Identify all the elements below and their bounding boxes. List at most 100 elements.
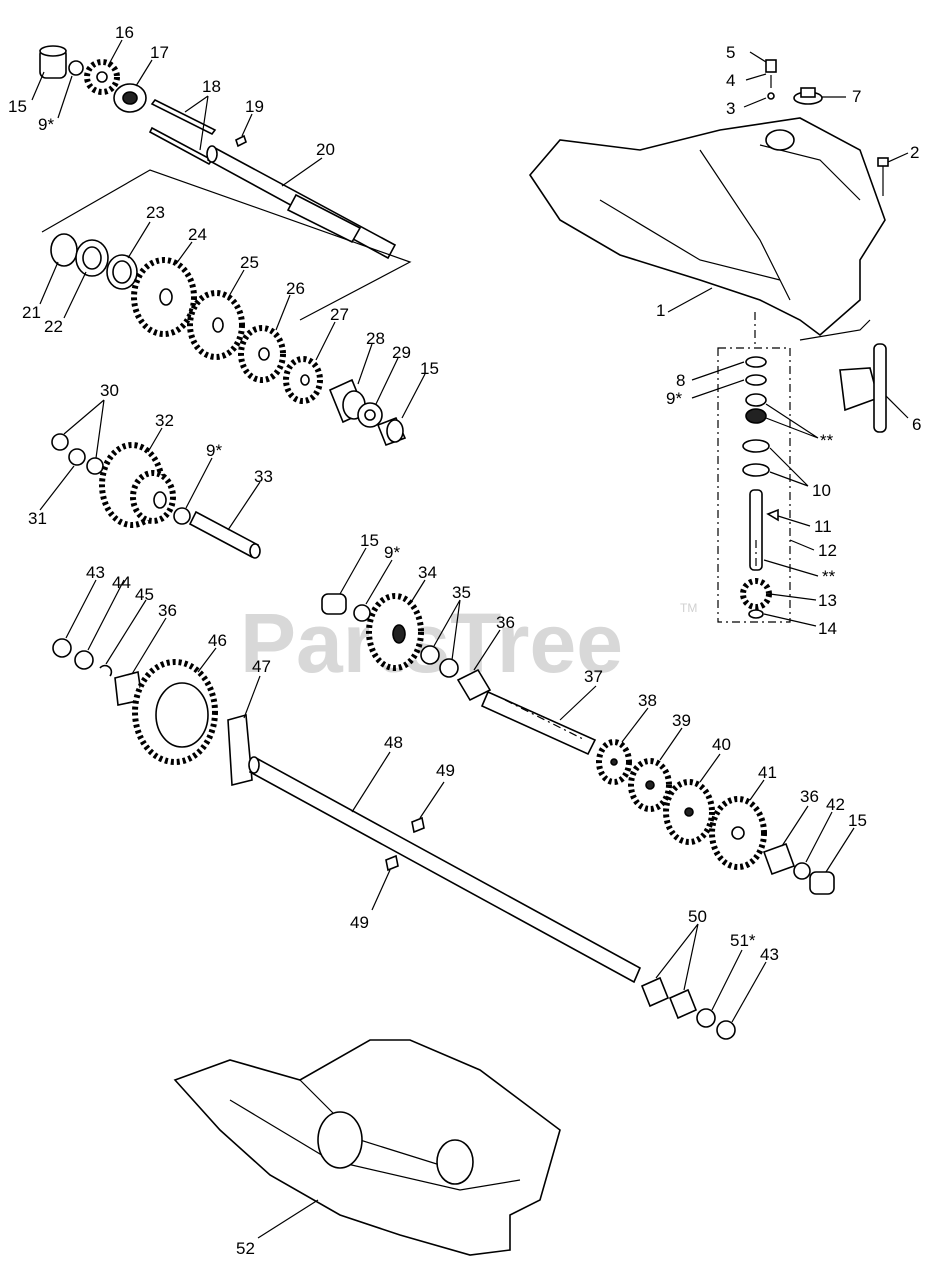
callout-11: 11 bbox=[814, 517, 832, 536]
callout-29: 29 bbox=[392, 343, 411, 362]
callout-30: 30 bbox=[100, 381, 119, 400]
callout-41: 41 bbox=[758, 763, 777, 782]
part-43-ring-right bbox=[716, 1020, 736, 1040]
callout-6: 6 bbox=[912, 415, 921, 434]
callout-1: 1 bbox=[656, 301, 665, 320]
callout-19: 19 bbox=[245, 97, 264, 116]
part-40-gear bbox=[663, 779, 715, 845]
part-35-washer-a bbox=[420, 645, 440, 665]
callout-28: 28 bbox=[366, 329, 385, 348]
callout-15: 15 bbox=[8, 97, 27, 116]
callout-38: 38 bbox=[638, 691, 657, 710]
callout-23: 23 bbox=[146, 203, 165, 222]
callout-40: 40 bbox=[712, 735, 731, 754]
callout-37: 37 bbox=[584, 667, 603, 686]
callout-double-star-lower: ** bbox=[822, 567, 836, 586]
part-47-hub bbox=[227, 713, 253, 787]
part-49-key-lower bbox=[385, 854, 399, 872]
callout-15-right: 15 bbox=[848, 811, 867, 830]
part-10-washer-b bbox=[742, 463, 770, 477]
callout-43-right: 43 bbox=[760, 945, 779, 964]
part-15-bushing-right bbox=[809, 871, 835, 895]
callout-8: 8 bbox=[676, 371, 685, 390]
watermark-trademark: TM bbox=[680, 601, 697, 615]
callout-39: 39 bbox=[672, 711, 691, 730]
callout-10: 10 bbox=[812, 481, 831, 500]
leader-lines bbox=[31, 39, 909, 1239]
part-29-washer bbox=[357, 402, 383, 428]
callout-21: 21 bbox=[22, 303, 41, 322]
shaft-bracket-line bbox=[41, 169, 412, 321]
callout-25: 25 bbox=[240, 253, 259, 272]
part-9-washer-cluster bbox=[173, 507, 191, 525]
part-31-washer bbox=[68, 448, 86, 466]
callout-49-lower: 49 bbox=[350, 913, 369, 932]
part-34-bevel-gear bbox=[366, 593, 424, 671]
callout-18: 18 bbox=[202, 77, 221, 96]
callout-36-left: 36 bbox=[158, 601, 177, 620]
part-1-upper-housing bbox=[528, 117, 886, 337]
callout-27: 27 bbox=[330, 305, 349, 324]
callout-50: 50 bbox=[688, 907, 707, 926]
part-15-bushing-top bbox=[39, 45, 67, 79]
callout-36-right: 36 bbox=[800, 787, 819, 806]
part-22-bearing bbox=[75, 239, 109, 277]
callout-17: 17 bbox=[150, 43, 169, 62]
callout-31: 31 bbox=[28, 509, 47, 528]
callout-48: 48 bbox=[384, 733, 403, 752]
part-30-washer-b bbox=[86, 457, 104, 475]
callout-20: 20 bbox=[316, 140, 335, 159]
part-19-key bbox=[235, 134, 247, 148]
callout-2: 2 bbox=[910, 143, 919, 162]
part-48-axle bbox=[248, 756, 642, 984]
part-12-assembly-box bbox=[717, 347, 791, 623]
part-24-gear bbox=[131, 257, 197, 337]
part-18-keys bbox=[148, 98, 217, 166]
callout-49-upper: 49 bbox=[436, 761, 455, 780]
callout-3: 3 bbox=[726, 99, 735, 118]
part-35-washer-b bbox=[439, 658, 459, 678]
part-49-key-upper bbox=[411, 816, 425, 834]
callout-44: 44 bbox=[112, 573, 131, 592]
callout-22: 22 bbox=[44, 317, 63, 336]
part-27-gear bbox=[283, 356, 323, 404]
part-50-bearings bbox=[640, 976, 698, 1020]
callout-15-row: 15 bbox=[420, 359, 439, 378]
part-33-shaft bbox=[188, 510, 261, 559]
part-41-gear bbox=[709, 796, 767, 870]
callout-4: 4 bbox=[726, 71, 735, 90]
part-11-key bbox=[766, 508, 779, 522]
part-9-washer-vertical bbox=[745, 374, 767, 386]
part-14-nut bbox=[748, 609, 764, 619]
part-21-ring bbox=[50, 233, 78, 267]
part-37-shaft bbox=[480, 690, 597, 756]
callout-9-cluster: 9* bbox=[206, 441, 222, 460]
callout-14: 14 bbox=[818, 619, 837, 638]
part-26-gear bbox=[238, 325, 286, 383]
callout-24: 24 bbox=[188, 225, 207, 244]
part-32-cluster-gear bbox=[99, 442, 176, 528]
part-36-bearing-right bbox=[762, 842, 796, 876]
callout-12: 12 bbox=[818, 541, 837, 560]
callout-32: 32 bbox=[155, 411, 174, 430]
part-52-lower-housing bbox=[173, 1039, 561, 1256]
callout-26: 26 bbox=[286, 279, 305, 298]
part-3-4-5-stack bbox=[765, 59, 777, 100]
part-46-differential-gear bbox=[132, 659, 218, 765]
part-9-washer-mid bbox=[353, 604, 371, 622]
part-9-washer-top bbox=[68, 60, 84, 76]
part-8-washer bbox=[745, 356, 767, 368]
callout-9-vertical: 9* bbox=[666, 389, 682, 408]
part-25-gear bbox=[187, 290, 245, 360]
part-30-washer-a bbox=[51, 433, 69, 451]
part-6-shift-lever bbox=[839, 343, 887, 433]
callout-33: 33 bbox=[254, 467, 273, 486]
callout-52: 52 bbox=[236, 1239, 255, 1258]
part-45-clip bbox=[99, 664, 113, 677]
callout-36-mid: 36 bbox=[496, 613, 515, 632]
callout-7: 7 bbox=[852, 87, 861, 106]
callout-13: 13 bbox=[818, 591, 837, 610]
part-17-bearing bbox=[113, 83, 147, 113]
part-38-gear bbox=[596, 739, 632, 785]
part-23-spacer bbox=[106, 254, 138, 290]
